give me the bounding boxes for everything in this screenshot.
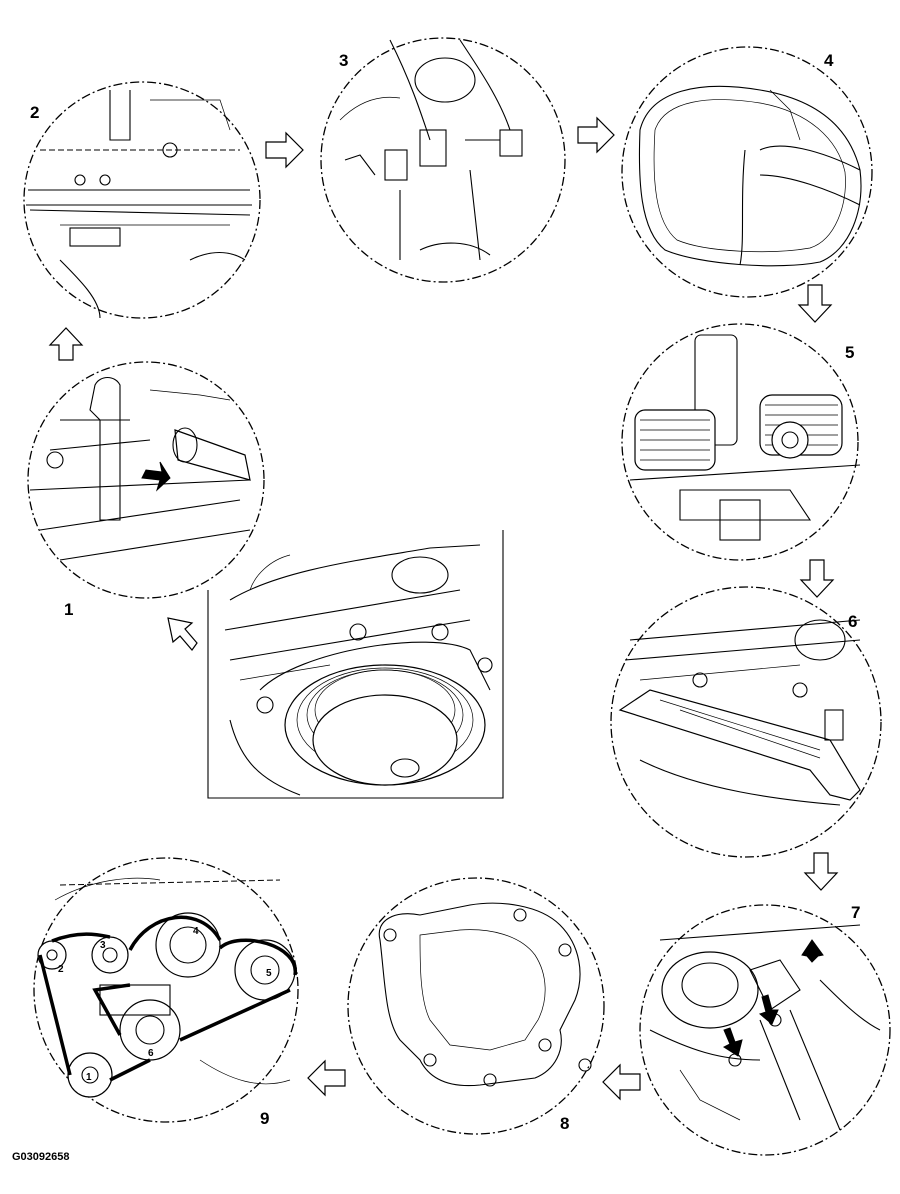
step-9-belt-routing: 3 2 4 5 6 1 — [33, 857, 299, 1123]
belt-label-4: 4 — [193, 926, 199, 937]
flow-arrow-icon — [602, 1063, 641, 1101]
step-label-4: 4 — [824, 51, 834, 70]
flow-arrow-icon — [265, 131, 304, 169]
step-4-detail — [621, 46, 873, 298]
step-label-9: 9 — [260, 1109, 269, 1128]
step-label-7: 7 — [851, 903, 860, 922]
flow-arrow-icon — [167, 617, 198, 651]
belt-pulley-1 — [67, 1052, 113, 1098]
belt-label-1: 1 — [86, 1072, 92, 1083]
main-view-panel — [207, 530, 504, 799]
belt-label-5: 5 — [266, 968, 272, 979]
step-label-8: 8 — [560, 1114, 569, 1133]
black-pointer-arrow-icon — [722, 939, 824, 1057]
step-8-detail — [347, 877, 605, 1135]
step-6-detail — [610, 586, 882, 858]
step-3-detail — [320, 37, 566, 283]
flow-arrow-icon — [803, 852, 839, 891]
belt-label-2: 2 — [58, 964, 64, 975]
step-label-1: 1 — [64, 600, 73, 619]
step-7-detail — [639, 904, 891, 1156]
belt-label-6: 6 — [148, 1048, 154, 1059]
black-pointer-arrow-icon — [141, 461, 171, 492]
step-label-5: 5 — [845, 343, 854, 362]
belt-label-3: 3 — [100, 940, 106, 951]
figure-reference-code: G03092658 — [12, 1151, 70, 1163]
flow-arrow-icon — [799, 559, 835, 598]
step-label-3: 3 — [339, 51, 348, 70]
belt-pulley-4 — [155, 912, 221, 978]
belt-pulley-3 — [91, 936, 129, 974]
step-5-detail — [621, 323, 861, 561]
flow-arrow-icon — [577, 116, 615, 154]
step-2-detail — [23, 81, 261, 319]
flow-arrow-icon — [797, 284, 833, 323]
step-label-6: 6 — [848, 612, 857, 631]
step-1-detail — [27, 361, 265, 599]
flow-arrow-icon — [307, 1059, 346, 1097]
step-label-2: 2 — [30, 103, 39, 122]
flow-arrow-icon — [48, 327, 84, 361]
